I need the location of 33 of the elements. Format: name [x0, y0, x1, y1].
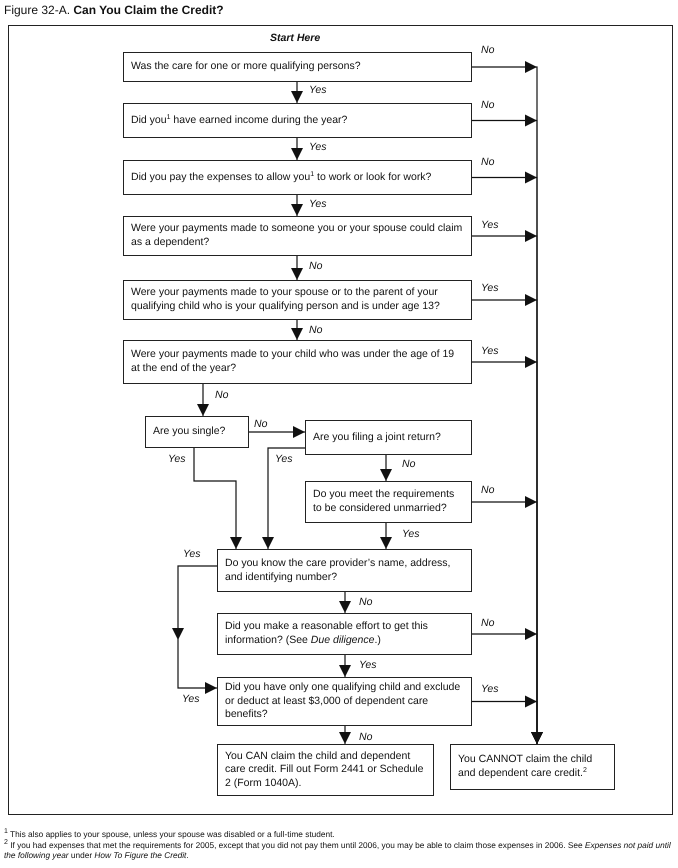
question-box	[305, 481, 472, 523]
question-text: Was the care for one or more qualifying persons?	[131, 60, 361, 74]
question-box	[305, 420, 472, 455]
question-text: Do you know the care provider’s name, address, and identifying number?	[225, 556, 452, 584]
question-box	[217, 613, 472, 655]
footnote: $^{1}$ This also applies to your spouse, unless your spouse was disabled or a full-time student.	[4, 829, 336, 839]
question-text: Did you$^{1}$ have earned income during the year?	[131, 114, 348, 128]
question-text: Did you make a reasonable effort to get this information? (See Due diligence.)	[225, 620, 429, 648]
question-text: Did you have only one qualifying child and exclude or deduct at least $3,000 of dependent care benefits?	[225, 681, 462, 722]
question-text: Were your payments made to your child who was under the age of 19 at the end of the year?	[131, 348, 456, 376]
question-box	[123, 340, 472, 384]
result-text: You CAN claim the child and dependent care credit. Fill out Form 2441 or Schedule 2 (Form 1040A).	[225, 750, 424, 790]
figure-title: Figure 32-A. Can You Claim the Credit?	[4, 3, 224, 17]
question-box	[217, 549, 472, 592]
question-box	[123, 103, 472, 138]
question-box	[123, 280, 472, 320]
question-text: Are you filing a joint return?	[313, 430, 441, 444]
question-box	[145, 416, 249, 448]
result-text: You CANNOT claim the child and dependent care credit.$^{2}$	[458, 753, 594, 781]
question-text: Did you pay the expenses to allow you$^{1}$ to work or look for work?	[131, 170, 432, 184]
question-text: Are you single?	[153, 425, 226, 439]
start-label: Start Here	[270, 32, 320, 44]
question-text: Do you meet the requirements to be considered unmarried?	[313, 488, 456, 516]
result-box	[450, 744, 615, 790]
question-box	[123, 216, 472, 256]
question-text: Were your payments made to someone you or your spouse could claim as a dependent?	[131, 222, 464, 250]
question-box	[217, 677, 472, 726]
question-box	[123, 160, 472, 195]
answer-label: Yes	[182, 693, 200, 705]
footnote: $^{2}$ If you had expenses that met the requirements for 2005, except that you did not pay them until 2006, you may be able to claim those expenses in 2006. See Expenses not paid until the following year under How To Figure the Credit.	[4, 840, 672, 861]
result-box	[217, 744, 434, 796]
question-text: Were your payments made to your spouse or to the parent of your qualifying child who is your qualifying person and is under age 13?	[131, 286, 441, 314]
question-box	[123, 52, 472, 82]
